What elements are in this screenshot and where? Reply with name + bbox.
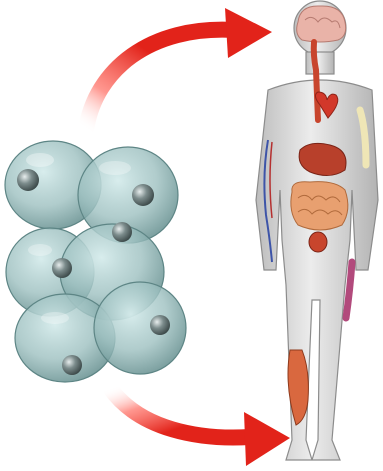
cell-nucleus	[132, 184, 154, 206]
cell-nucleus	[150, 315, 170, 335]
lower-arrow	[110, 388, 290, 466]
human-body	[256, 1, 378, 460]
cell-nucleus	[17, 169, 39, 191]
cell-nucleus	[52, 258, 72, 278]
stem-cell-cluster	[5, 141, 186, 382]
stem-cell	[94, 282, 186, 374]
bladder	[309, 232, 327, 252]
cell-nucleus	[62, 355, 82, 375]
intestines	[291, 182, 348, 230]
upper-arrow	[86, 8, 272, 130]
cell-nucleus	[112, 222, 132, 242]
